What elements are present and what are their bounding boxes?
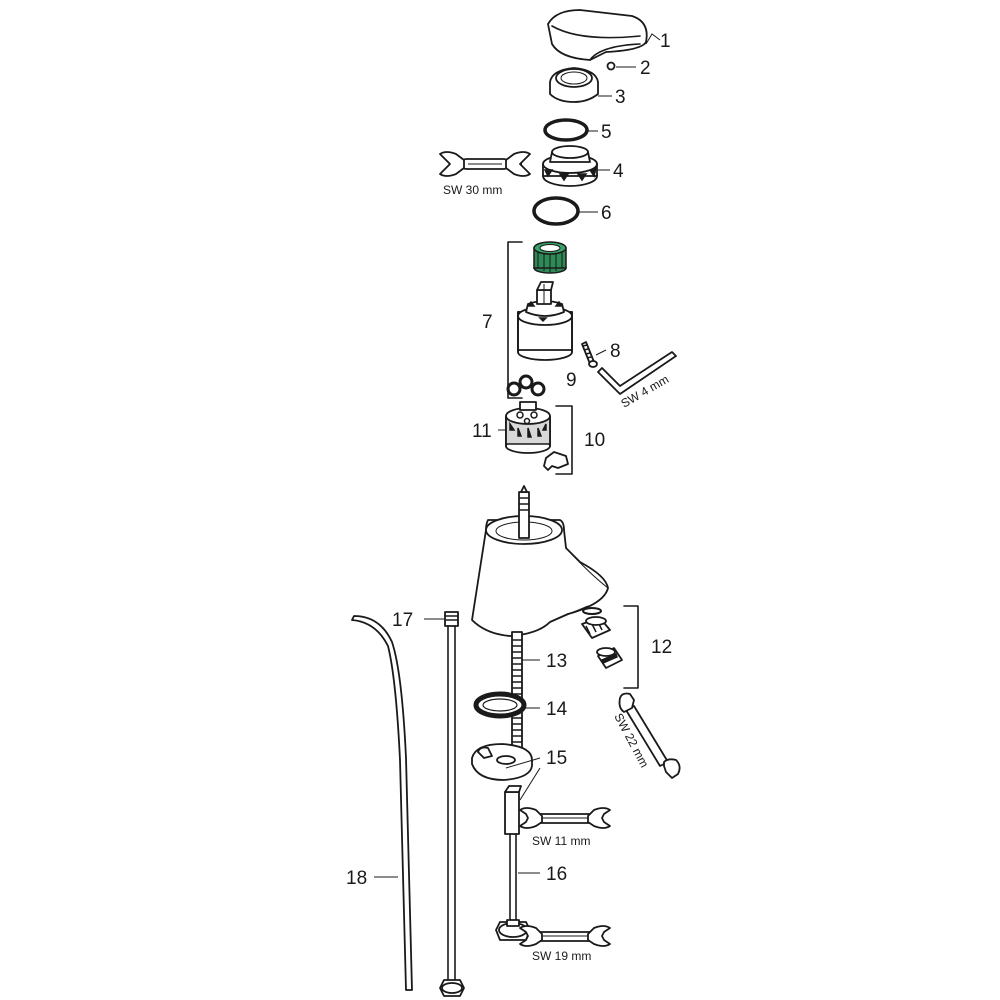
label-2: 2: [640, 58, 651, 79]
wrench-sw30-icon: [439, 151, 531, 177]
label-9: 9: [566, 370, 577, 391]
label-6: 6: [601, 203, 612, 224]
faucet-body: [471, 485, 609, 637]
label-17: 17: [392, 610, 413, 631]
hose-17: [439, 611, 465, 997]
grub-screw: [606, 61, 616, 71]
cover-cap: [549, 67, 599, 103]
label-14: 14: [546, 699, 568, 720]
label-11: 11: [472, 421, 492, 442]
label-13: 13: [546, 651, 567, 672]
horseshoe-washer-15: [471, 743, 533, 781]
label-12: 12: [651, 637, 672, 658]
gasket-14: [473, 691, 527, 719]
label-10: 10: [584, 430, 605, 451]
valve-body-11: [505, 401, 551, 454]
wrench-sw22-icon: [618, 692, 681, 779]
label-5: 5: [601, 122, 612, 143]
cartridge: [517, 281, 573, 361]
wrench-sw11-icon: [519, 807, 611, 829]
threaded-nut: [542, 145, 598, 187]
label-16: 16: [546, 864, 567, 885]
label-15: 15: [546, 748, 567, 769]
tool-label-sw19: SW 19 mm: [532, 949, 591, 963]
aerator-12: [581, 607, 623, 669]
label-3: 3: [615, 87, 626, 108]
seal-9: [506, 374, 546, 397]
leader-lines: [374, 33, 661, 878]
o-ring-6: [532, 196, 580, 226]
label-8: 8: [610, 341, 621, 362]
bracket-7: [507, 241, 523, 399]
cartridge-ring: [533, 241, 567, 274]
lever-handle: [547, 9, 648, 61]
wrench-sw19-icon: [519, 925, 611, 947]
label-7: 7: [482, 312, 493, 333]
allen-key-sw4-icon: [597, 351, 677, 395]
label-1: 1: [660, 31, 671, 52]
bracket-10: [555, 405, 573, 475]
tool-label-sw11: SW 11 mm: [532, 834, 590, 848]
screw-8: [581, 341, 598, 368]
lift-rod-18: [351, 615, 413, 991]
threaded-rod-13: [511, 631, 523, 753]
bracket-12: [623, 605, 639, 689]
label-4: 4: [613, 161, 624, 182]
label-18: 18: [346, 868, 367, 889]
clip-10: [543, 451, 569, 471]
o-ring-5: [543, 118, 589, 142]
tool-label-sw30: SW 30 mm: [443, 183, 502, 197]
